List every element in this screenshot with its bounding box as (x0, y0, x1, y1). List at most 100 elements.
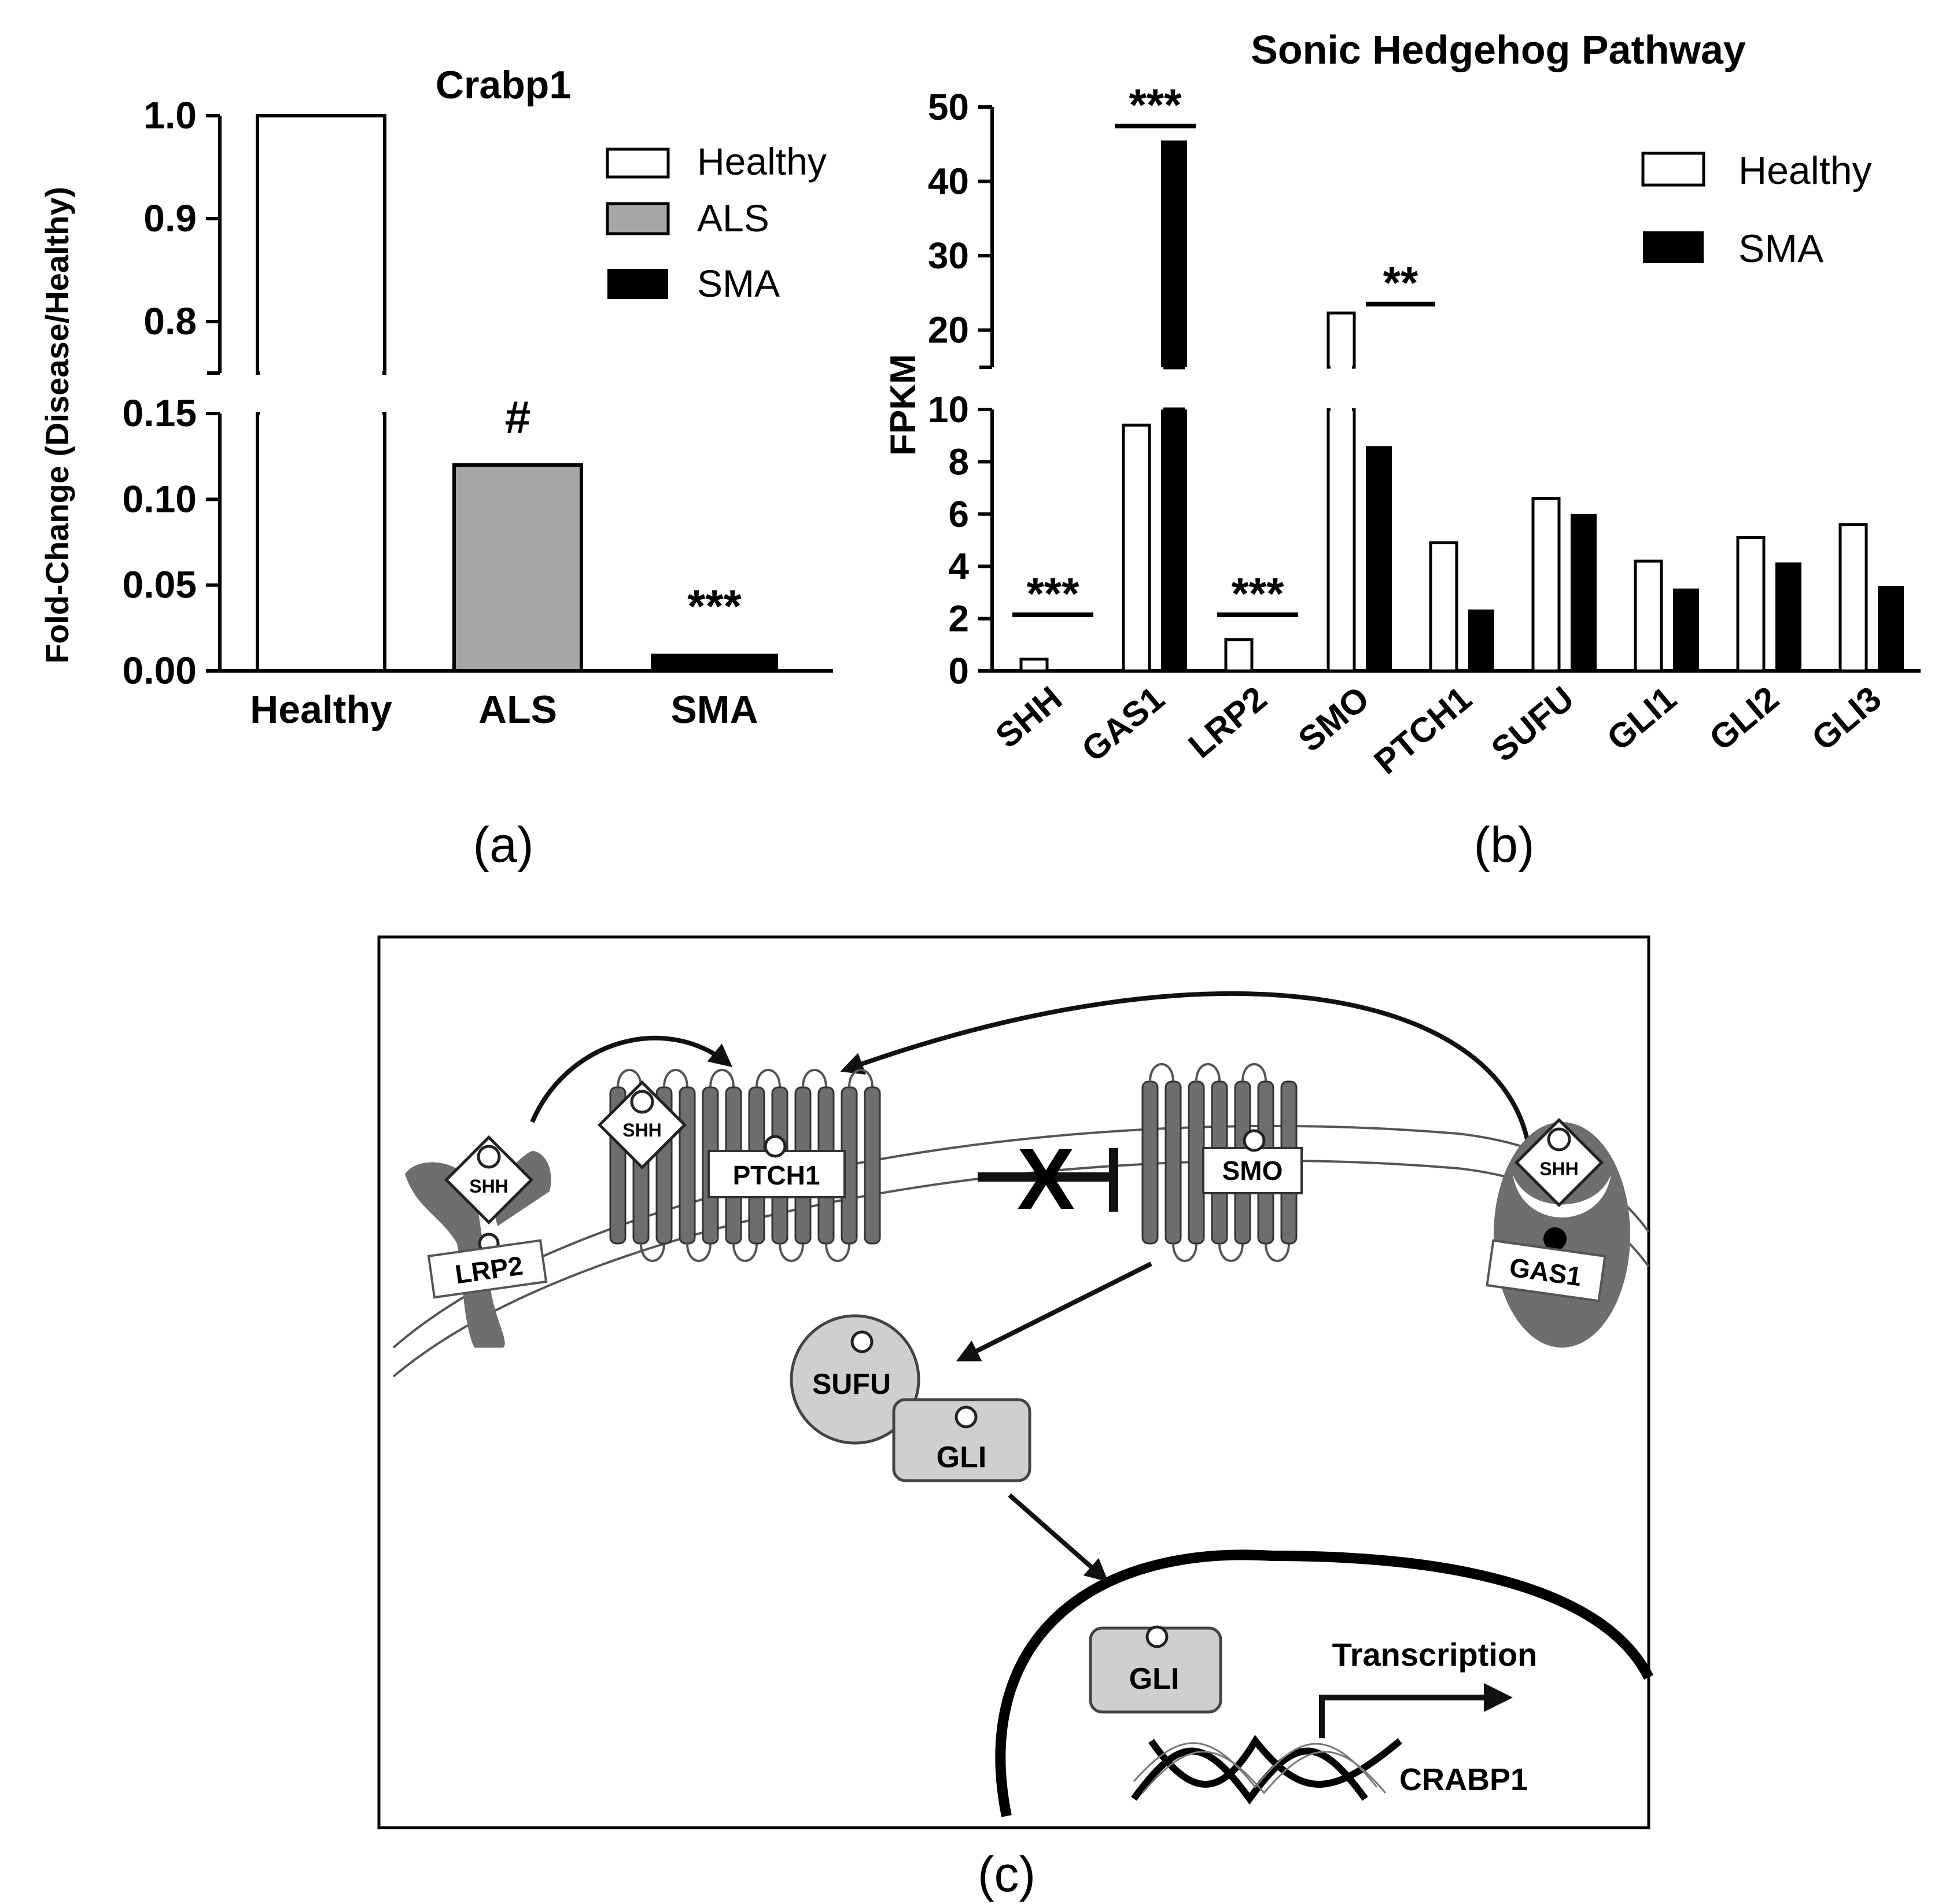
bar-gli3-sma (1878, 586, 1904, 671)
sufu-protein (790, 1314, 920, 1445)
shh-label-lrp2: SHH (469, 1176, 508, 1197)
legend-a-als-swatch (606, 202, 670, 235)
transmembrane-helix (864, 1086, 881, 1245)
x-tick-label: Healthy (250, 688, 392, 732)
transmembrane-helix (1188, 1080, 1205, 1245)
y-tick-label: 0.9 (143, 197, 197, 239)
chart-a-bars (256, 114, 778, 673)
shh-label-gas1: SHH (1539, 1158, 1579, 1179)
gli-label-cytoplasm: GLI (937, 1441, 987, 1474)
arrow-lrp2-to-ptch1 (530, 1035, 733, 1123)
x-tick-label: SMA (670, 688, 758, 732)
x-tick-label: GLI3 (1804, 679, 1888, 758)
arrow-gas1-to-ptch1 (840, 991, 1530, 1140)
significance-label: *** (687, 580, 742, 632)
helix-loop (756, 1069, 781, 1088)
bar-gli1-healthy (1634, 559, 1663, 673)
chart-b-significance: *********** (1012, 79, 1435, 619)
transmembrane-helix (679, 1086, 696, 1245)
y-tick-label: 50 (928, 86, 969, 128)
gli-nucleus: GLI (1089, 1625, 1222, 1714)
sufu-gli-complex: SUFU GLI (790, 1314, 1031, 1482)
helix-loop (686, 1243, 712, 1262)
bar-gli2-healthy (1736, 536, 1766, 673)
bar-sma (651, 654, 778, 671)
shh-ligand-ptch1: SHH (599, 1082, 684, 1167)
bar-sufu-sma (1571, 514, 1597, 671)
helix-loop (1172, 1243, 1197, 1262)
chart-b-bars (1019, 140, 1904, 673)
ptch1-label-box: PTCH1 (707, 1135, 846, 1198)
bar-lrp2-healthy (1224, 638, 1254, 673)
bar-sufu-healthy (1531, 497, 1561, 673)
y-tick-label: 0.8 (143, 300, 197, 342)
sufu-label: SUFU (812, 1368, 891, 1400)
x-tick-label: SHH (988, 679, 1069, 756)
y-tick-label: 8 (948, 441, 969, 482)
bar-shh-healthy (1019, 658, 1049, 673)
chart-a-legend: Healthy ALS SMA (606, 140, 827, 305)
helix-loop (732, 1243, 758, 1262)
helix-loop (617, 1069, 642, 1088)
arrow-gli-to-nucleus (1008, 1493, 1109, 1582)
transcription-label: Transcription (1332, 1636, 1538, 1673)
bar-ptch1-sma (1468, 609, 1494, 671)
bar-als (452, 463, 583, 673)
x-tick-label: GAS1 (1074, 679, 1171, 769)
helix-loop (709, 1069, 735, 1088)
x-tick-label: GLI2 (1702, 679, 1786, 758)
y-tick-label: 10 (928, 389, 969, 430)
legend-b-sma-swatch (1643, 231, 1704, 263)
pathway-diagram: SHH LRP2 SHH PTCH1 X SMO (377, 935, 1654, 1902)
helix-loop (1149, 1063, 1174, 1082)
chart-a-y-axis-label: Fold-Change (Disease/Healthy) (39, 187, 75, 664)
chart-b-title: Sonic Hedgehog Pathway (1251, 27, 1746, 72)
gli-label-nucleus: GLI (1129, 1662, 1180, 1696)
bar-smo-healthy-lower (1326, 408, 1356, 673)
significance-label: *** (1026, 568, 1079, 619)
helix-loop (825, 1243, 850, 1262)
bar-gas1-healthy (1122, 423, 1151, 673)
bar-gli3-healthy (1838, 523, 1868, 673)
y-tick-label: 30 (928, 235, 969, 276)
helix-loop (848, 1069, 874, 1088)
bar-ptch1-healthy (1429, 541, 1458, 673)
panel-c-label: (c) (978, 1847, 1036, 1902)
y-tick-label: 20 (928, 309, 969, 351)
legend-a-sma-swatch (607, 269, 668, 299)
helix-loop (1241, 1063, 1267, 1082)
x-tick-label: SMO (1291, 679, 1377, 759)
helix-loop (1265, 1243, 1290, 1262)
helix-loop (1218, 1243, 1244, 1262)
chart-b-legend: Healthy SMA (1641, 149, 1872, 271)
lrp2-label-box: LRP2 (427, 1239, 548, 1299)
y-tick-label: 2 (948, 598, 969, 640)
gli-protein-cytoplasm (892, 1398, 1031, 1482)
y-tick-label: 6 (948, 493, 969, 535)
inhibition-symbol: X (978, 1130, 1118, 1227)
y-tick-label: 0.05 (123, 563, 197, 606)
x-tick-label: LRP2 (1181, 679, 1274, 766)
y-tick-label: 0.00 (123, 649, 197, 692)
arrow-smo-to-sufu (956, 1261, 1152, 1361)
y-tick-label: 0.10 (123, 477, 197, 520)
bar-gas1-sma-upper (1161, 140, 1187, 367)
chart-b: Sonic Hedgehog Pathway FPKM 024681020304… (883, 27, 1921, 873)
legend-a-als-label: ALS (697, 197, 769, 239)
x-tick-label: SUFU (1484, 679, 1581, 769)
chart-b-y-axis-label: FPKM (883, 354, 923, 456)
helix-loop (663, 1069, 688, 1088)
y-tick-label: 4 (948, 545, 969, 587)
x-tick-label: PTCH1 (1367, 679, 1479, 782)
panel-b-label: (b) (1473, 817, 1534, 873)
y-tick-label: 0 (948, 650, 969, 692)
x-tick-label: GLI1 (1600, 679, 1683, 758)
inhibit-x-mark: X (1017, 1130, 1075, 1227)
transmembrane-helix (1165, 1080, 1182, 1245)
shh-label-ptch1: SHH (622, 1120, 662, 1141)
y-tick-label: 1.0 (143, 94, 197, 136)
transmembrane-helix (1141, 1080, 1159, 1245)
